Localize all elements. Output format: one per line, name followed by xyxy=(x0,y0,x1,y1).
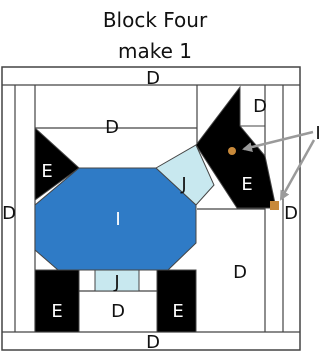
label-j-neck: J xyxy=(180,174,186,195)
label-d-right: D xyxy=(284,203,298,224)
label-d-bottom: D xyxy=(146,332,160,352)
label-d-left: D xyxy=(2,203,16,224)
label-e-tail: E xyxy=(41,161,52,182)
label-d-top: D xyxy=(146,68,160,89)
dog-tail xyxy=(34,126,80,201)
block-title: Block Four xyxy=(102,8,208,32)
label-d-lower-right: D xyxy=(233,262,247,283)
callout-arrows xyxy=(242,130,316,201)
block-subtitle: make 1 xyxy=(118,39,192,63)
label-e-head: E xyxy=(241,174,252,195)
dog-head xyxy=(195,85,277,209)
label-e-back-leg: E xyxy=(51,301,62,322)
label-d-between-legs: D xyxy=(111,301,125,322)
label-d-upper-left: D xyxy=(105,117,119,138)
label-i-callout: I xyxy=(315,123,320,144)
square-nose-icon xyxy=(270,201,279,210)
label-e-front-leg: E xyxy=(172,301,183,322)
back-leg xyxy=(34,269,80,333)
label-i-body: I xyxy=(115,209,120,230)
dog-body xyxy=(34,167,197,271)
front-leg xyxy=(156,269,197,333)
circle-eye-icon xyxy=(228,147,236,155)
label-j-belly: J xyxy=(113,272,119,293)
label-d-upper-right: D xyxy=(253,96,267,117)
